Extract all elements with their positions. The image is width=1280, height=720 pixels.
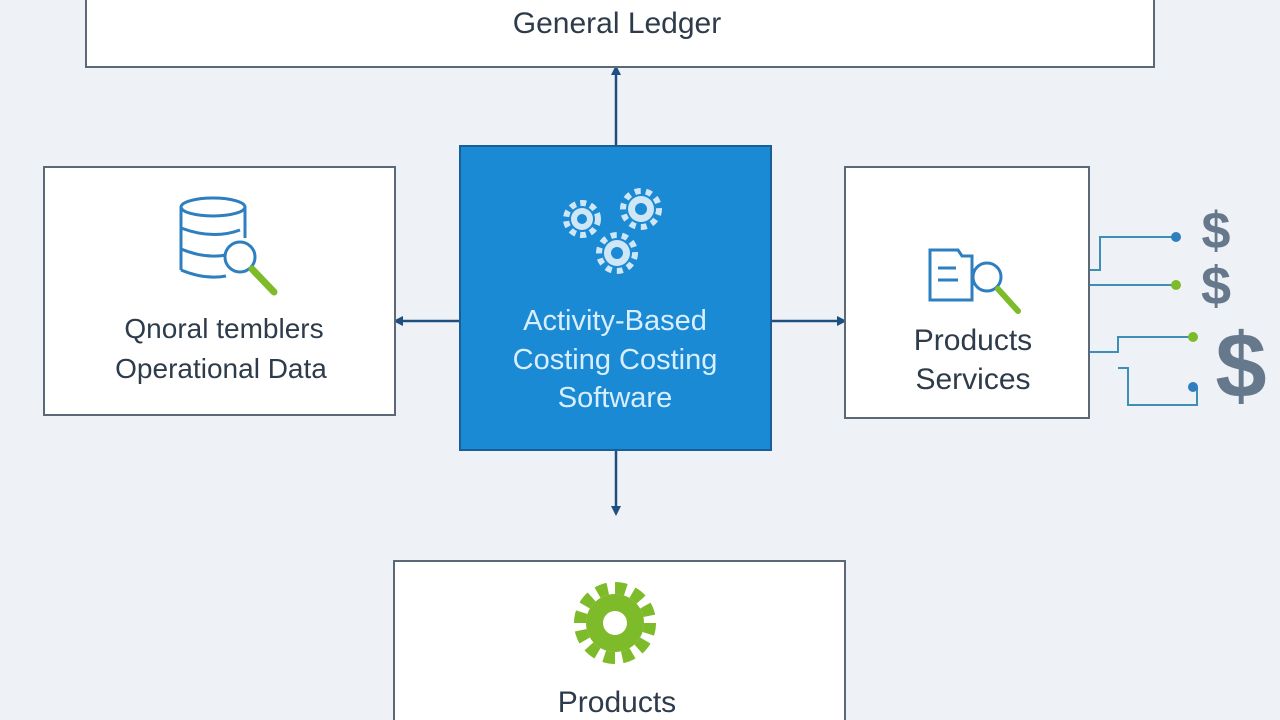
database-search-icon: [179, 196, 278, 296]
dollar-sign-medium: $: [1201, 256, 1231, 316]
operational-data-label-line1: Qnoral temblers: [124, 313, 323, 344]
abc-software-label-line1: Activity-Based: [523, 305, 707, 337]
operational-data-box: Qnoral temblers Operational Data: [43, 166, 396, 416]
abc-software-box: Activity-Based Costing Costing Software: [459, 145, 772, 451]
dollar-signs: $ $ $: [1201, 202, 1267, 417]
connectors: [393, 65, 847, 516]
operational-data-label-line2: Operational Data: [115, 353, 327, 384]
general-ledger-label: General Ledger: [513, 7, 721, 40]
abc-software-label-line2: Costing Costing: [513, 344, 718, 376]
gear-icon: [574, 582, 656, 664]
cost-flow-lines: [1090, 232, 1198, 406]
dollar-sign-small: $: [1202, 202, 1231, 260]
products-box: Products: [393, 560, 846, 720]
products-services-box: Products Services: [844, 166, 1090, 419]
dollar-sign-large: $: [1215, 315, 1266, 417]
products-label: Products: [558, 686, 676, 719]
products-services-label-line2: Services: [915, 363, 1030, 396]
abc-software-label-line3: Software: [558, 382, 672, 414]
general-ledger-box: General Ledger: [85, 0, 1155, 68]
gears-icon: [563, 188, 662, 274]
products-services-label-line1: Products: [914, 324, 1032, 357]
document-search-icon: [928, 248, 1021, 314]
